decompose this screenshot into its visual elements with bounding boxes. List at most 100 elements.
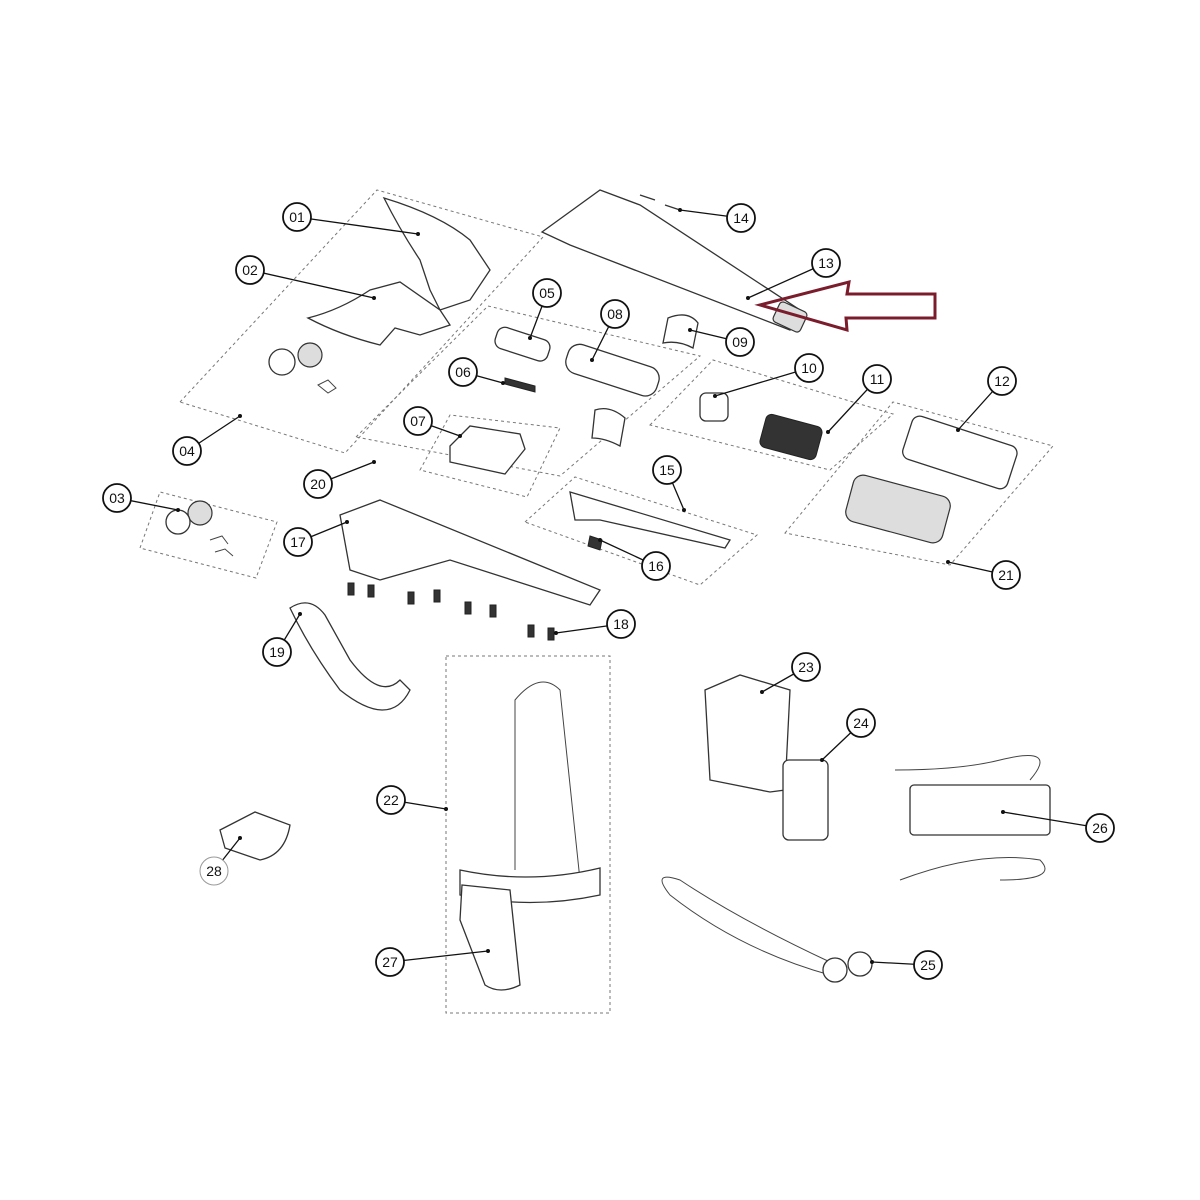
part-28-pad	[219, 811, 291, 861]
svg-text:15: 15	[659, 462, 675, 478]
svg-text:28: 28	[206, 863, 222, 879]
svg-text:07: 07	[410, 413, 426, 429]
callout-11[interactable]: 11	[862, 364, 892, 394]
part-03-gear	[187, 500, 213, 526]
part-03-knob	[165, 509, 191, 535]
callout-27[interactable]: 27	[375, 947, 405, 977]
svg-text:25: 25	[920, 957, 936, 973]
callout-06[interactable]: 06	[448, 357, 478, 387]
svg-text:20: 20	[310, 476, 326, 492]
callout-16[interactable]: 16	[641, 551, 671, 581]
callout-17[interactable]: 17	[283, 527, 313, 557]
svg-text:18: 18	[613, 616, 629, 632]
group-box-22	[445, 655, 611, 1014]
svg-text:11: 11	[870, 371, 885, 387]
callout-12[interactable]: 12	[987, 366, 1017, 396]
part-22-harness-strap	[514, 681, 581, 881]
group-box-10-11	[649, 359, 895, 471]
highlight-arrow	[754, 279, 937, 333]
svg-text:05: 05	[539, 285, 555, 301]
callout-08[interactable]: 08	[600, 299, 630, 329]
svg-text:14: 14	[733, 210, 749, 226]
part-04-clip	[317, 379, 337, 394]
part-09-half-shell	[662, 314, 699, 349]
svg-text:09: 09	[732, 334, 748, 350]
svg-text:27: 27	[382, 954, 398, 970]
callout-21[interactable]: 21	[991, 560, 1021, 590]
group-box-20	[354, 305, 702, 477]
part-04-gear	[297, 342, 323, 368]
part-26-cables	[894, 755, 1046, 881]
svg-text:03: 03	[109, 490, 125, 506]
callout-10[interactable]: 10	[794, 353, 824, 383]
part-14-screws	[639, 194, 681, 211]
parts	[165, 189, 1051, 991]
svg-text:13: 13	[818, 255, 834, 271]
svg-text:16: 16	[648, 558, 664, 574]
part-21-housing	[845, 474, 951, 544]
callout-07[interactable]: 07	[403, 406, 433, 436]
svg-text:08: 08	[607, 306, 623, 322]
part-08-screw-housing	[565, 343, 660, 397]
group-box-15	[524, 476, 758, 586]
callout-13[interactable]: 13	[811, 248, 841, 278]
group-box-03	[139, 491, 278, 579]
callout-03[interactable]: 03	[102, 483, 132, 513]
callout-02[interactable]: 02	[235, 255, 265, 285]
svg-text:06: 06	[455, 364, 471, 380]
part-26-charger	[909, 784, 1051, 836]
svg-text:24: 24	[853, 715, 869, 731]
callout-25[interactable]: 25	[913, 950, 943, 980]
part-15-frame	[569, 491, 732, 549]
svg-text:04: 04	[179, 443, 195, 459]
part-13-tube	[540, 189, 801, 331]
callout-09[interactable]: 09	[725, 327, 755, 357]
callout-18[interactable]: 18	[606, 609, 636, 639]
callout-22[interactable]: 22	[376, 785, 406, 815]
callout-19[interactable]: 19	[262, 637, 292, 667]
callout-01[interactable]: 01	[282, 202, 312, 232]
callout-04[interactable]: 04	[172, 436, 202, 466]
callout-14[interactable]: 14	[726, 203, 756, 233]
svg-text:26: 26	[1092, 820, 1108, 836]
part-09-half-shell-lower	[591, 407, 626, 447]
svg-text:01: 01	[289, 209, 305, 225]
part-25-cable	[661, 876, 831, 976]
callout-24[interactable]: 24	[846, 708, 876, 738]
part-27-holster	[459, 884, 521, 991]
callout-26[interactable]: 26	[1085, 813, 1115, 843]
part-18-screws	[347, 582, 555, 641]
part-23-battery	[704, 674, 791, 793]
svg-text:02: 02	[242, 262, 258, 278]
svg-text:17: 17	[290, 534, 306, 550]
svg-text:23: 23	[798, 659, 814, 675]
svg-text:10: 10	[801, 360, 817, 376]
svg-text:19: 19	[269, 644, 285, 660]
part-25-connector-a	[822, 957, 848, 983]
svg-text:22: 22	[383, 792, 399, 808]
callouts: 01 02 03 04 05 06 07 08 09 10 11 12 13 1…	[102, 202, 1115, 980]
group-box-04	[179, 189, 544, 454]
svg-text:12: 12	[994, 373, 1010, 389]
part-11-motor	[759, 413, 823, 461]
part-07-bracket	[449, 425, 526, 475]
callout-23[interactable]: 23	[791, 652, 821, 682]
svg-text:21: 21	[998, 567, 1014, 583]
part-03-clips	[209, 535, 234, 557]
part-02-anvil	[306, 281, 452, 346]
part-10-gearbox	[699, 392, 729, 422]
part-24-module	[782, 759, 829, 841]
part-12-housing	[902, 415, 1018, 490]
callout-05[interactable]: 05	[532, 278, 562, 308]
part-19-handle	[289, 602, 411, 711]
part-04-knob	[268, 348, 296, 376]
part-17-body-shell	[339, 499, 601, 606]
part-01-blade	[382, 196, 491, 311]
part-05-shaft	[494, 326, 551, 362]
part-25-connector-b	[847, 951, 873, 977]
callout-28[interactable]: 28	[199, 856, 229, 886]
callout-15[interactable]: 15	[652, 455, 682, 485]
callout-20[interactable]: 20	[303, 469, 333, 499]
